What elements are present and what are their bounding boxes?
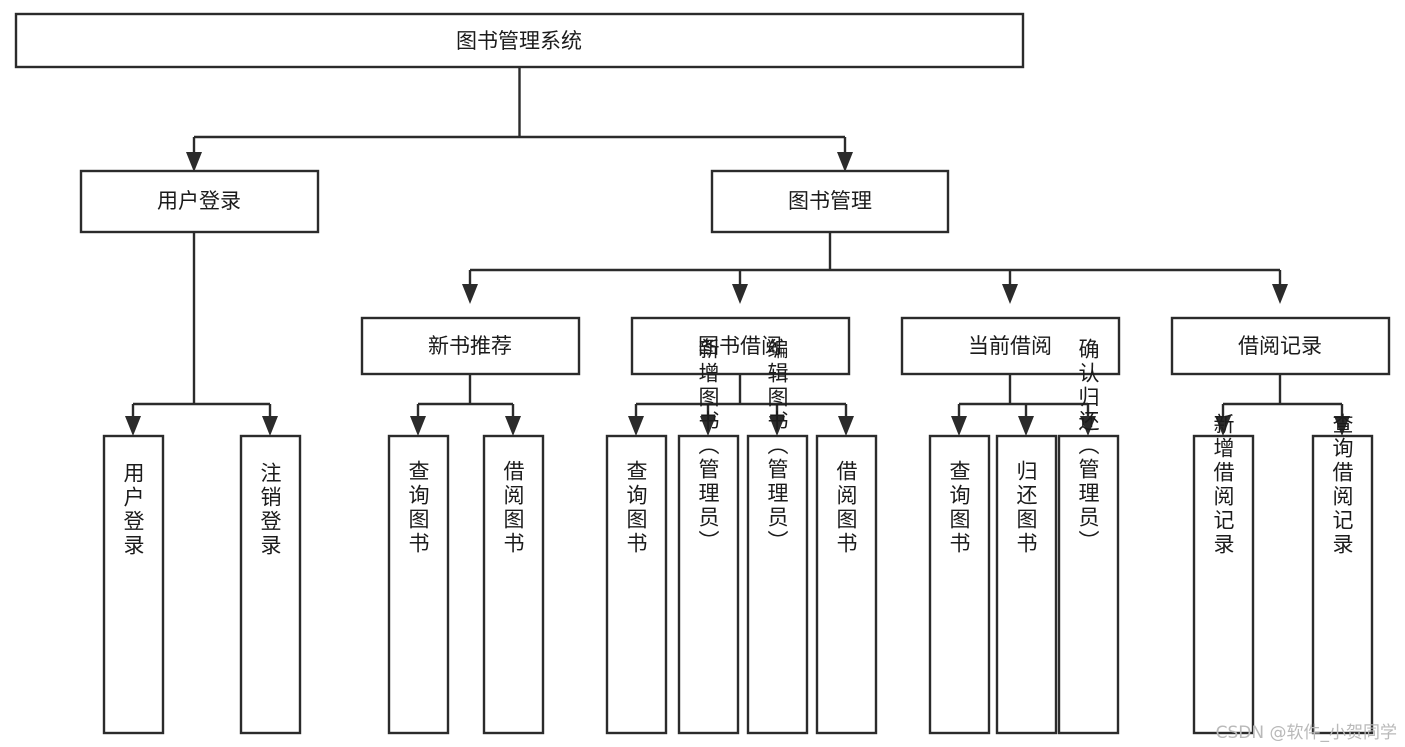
leaf-add-book[interactable]: 新增图书（管理员）: [677, 338, 740, 735]
arrow-head-borrow-record: [1272, 284, 1288, 304]
book-borrow-label: 图书借阅: [698, 334, 782, 358]
leaf-query-book-2-label: 查询图书: [624, 460, 648, 556]
arrow-head-leaf-borrow-book-1: [505, 416, 521, 436]
user-login-box: [79, 169, 320, 234]
arrow-head-leaf-query-book-1: [410, 416, 426, 436]
arrow-head-leaf-borrow-book-2: [838, 416, 854, 436]
arrow-head-leaf-add-record: [1215, 416, 1231, 436]
leaf-query-book-3[interactable]: 查询图书: [928, 434, 991, 735]
leaf-edit-book-label: 编辑图书（管理员）: [765, 338, 789, 554]
node-root-system[interactable]: 图书管理系统: [14, 12, 1025, 69]
node-user-login[interactable]: 用户登录: [79, 169, 320, 234]
arrow-head-new-book-recommend: [462, 284, 478, 304]
arrow-head-leaf-return-book: [1018, 416, 1034, 436]
borrow-record-label: 借阅记录: [1238, 334, 1322, 358]
leaf-query-record[interactable]: 查询借阅记录: [1311, 413, 1374, 735]
new-book-recommend-label: 新书推荐: [428, 334, 512, 358]
arrow-head-book-borrow: [732, 284, 748, 304]
current-borrow-label: 当前借阅: [968, 334, 1052, 358]
current-borrow-box: [900, 316, 1121, 376]
arrow-head-leaf-logout-login: [262, 416, 278, 436]
book-manage-label: 图书管理: [788, 189, 872, 213]
leaf-confirm-return-box: [1057, 434, 1120, 735]
node-current-borrow[interactable]: 当前借阅: [900, 316, 1121, 376]
leaf-borrow-book-1-box: [482, 434, 545, 735]
new-book-recommend-box: [360, 316, 581, 376]
leaf-user-login[interactable]: 用户登录: [102, 434, 165, 735]
node-new-book-recommend[interactable]: 新书推荐: [360, 316, 581, 376]
leaf-edit-book-box: [746, 434, 809, 735]
node-book-manage[interactable]: 图书管理: [710, 169, 950, 234]
arrow-head-leaf-edit-book: [769, 416, 785, 436]
leaf-borrow-book-1[interactable]: 借阅图书: [482, 434, 545, 735]
borrow-record-box: [1170, 316, 1391, 376]
leaf-edit-book[interactable]: 编辑图书（管理员）: [746, 338, 809, 735]
arrow-head-leaf-confirm-return: [1080, 416, 1096, 436]
leaf-query-book-1-label: 查询图书: [406, 460, 430, 556]
leaf-return-book[interactable]: 归还图书: [995, 434, 1058, 735]
leaf-query-book-1[interactable]: 查询图书: [387, 434, 450, 735]
leaf-add-book-box: [677, 434, 740, 735]
leaf-confirm-return-label: 确认归还（管理员）: [1076, 338, 1100, 554]
leaf-query-record-box: [1311, 434, 1374, 735]
leaf-query-book-2[interactable]: 查询图书: [605, 434, 668, 735]
arrow-head-leaf-query-book-3: [951, 416, 967, 436]
user-login-label: 用户登录: [157, 189, 241, 213]
root-label: 图书管理系统: [456, 29, 582, 53]
leaf-add-book-label: 新增图书（管理员）: [696, 338, 720, 554]
arrow-head-leaf-add-book: [700, 416, 716, 436]
arrow-head-current-borrow: [1002, 284, 1018, 304]
node-borrow-record[interactable]: 借阅记录: [1170, 316, 1391, 376]
leaf-add-record[interactable]: 新增借阅记录: [1192, 413, 1255, 735]
leaf-borrow-book-1-label: 借阅图书: [501, 460, 525, 556]
arrow-head-leaf-query-book-2: [628, 416, 644, 436]
arrow-head-user-login: [186, 152, 202, 172]
leaf-logout-login[interactable]: 注销登录: [239, 434, 302, 735]
book-borrow-box: [630, 316, 851, 376]
arrow-head-leaf-query-record: [1334, 416, 1350, 436]
leaf-query-book-1-box: [387, 434, 450, 735]
leaf-query-book-2-box: [605, 434, 668, 735]
node-book-borrow[interactable]: 图书借阅: [630, 316, 851, 376]
leaf-logout-login-label: 注销登录: [258, 462, 282, 558]
leaf-add-record-label: 新增借阅记录: [1211, 413, 1235, 557]
root-box: [14, 12, 1025, 69]
leaf-borrow-book-2[interactable]: 借阅图书: [815, 434, 878, 735]
leaf-confirm-return[interactable]: 确认归还（管理员）: [1057, 338, 1120, 735]
leaf-borrow-book-2-box: [815, 434, 878, 735]
book-manage-box: [710, 169, 950, 234]
leaf-user-login-label: 用户登录: [121, 462, 145, 558]
leaf-borrow-book-2-label: 借阅图书: [834, 460, 858, 556]
edge-layer: [125, 68, 1350, 436]
leaf-return-book-box: [995, 434, 1058, 735]
leaf-query-record-label: 查询借阅记录: [1330, 413, 1354, 557]
leaf-return-book-label: 归还图书: [1014, 460, 1038, 556]
leaf-query-book-3-box: [928, 434, 991, 735]
arrow-head-book-manage: [837, 152, 853, 172]
leaf-user-login-box: [102, 434, 165, 735]
leaf-query-book-3-label: 查询图书: [947, 460, 971, 556]
arrow-head-leaf-user-login: [125, 416, 141, 436]
leaf-logout-login-box: [239, 434, 302, 735]
leaf-add-record-box: [1192, 434, 1255, 735]
